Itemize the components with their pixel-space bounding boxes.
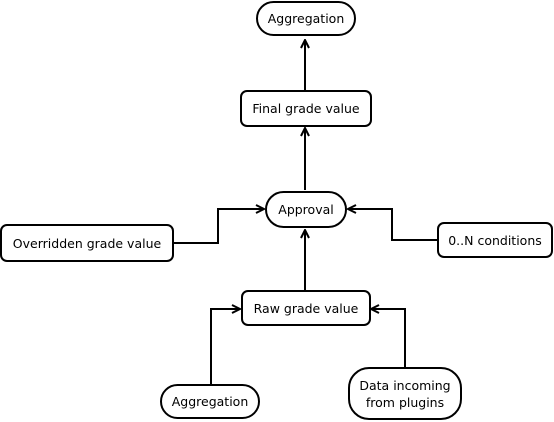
node-data-incoming-from-plugins: Data incoming from plugins	[348, 367, 462, 420]
node-final-grade-value: Final grade value	[240, 90, 372, 127]
node-approval-label: Approval	[278, 202, 333, 217]
node-raw-grade-value-label: Raw grade value	[254, 301, 359, 316]
node-aggregation-top: Aggregation	[256, 1, 356, 36]
node-final-grade-value-label: Final grade value	[252, 101, 360, 116]
node-aggregation-bottom-label: Aggregation	[172, 394, 249, 409]
node-overridden-grade-value: Overridden grade value	[0, 224, 174, 262]
edges	[173, 40, 438, 385]
node-plugins-label-line1: Data incoming	[359, 378, 450, 393]
node-conditions-label: 0..N conditions	[448, 233, 542, 248]
node-plugins-label-line2: from plugins	[366, 395, 444, 410]
node-overridden-grade-value-label: Overridden grade value	[13, 236, 162, 251]
node-raw-grade-value: Raw grade value	[241, 290, 371, 326]
edge-aggregation-to-raw	[210, 309, 240, 385]
node-aggregation-bottom: Aggregation	[160, 384, 260, 419]
edge-overridden-to-approval	[173, 209, 264, 244]
edge-conditions-to-approval	[348, 209, 438, 241]
node-conditions: 0..N conditions	[437, 222, 553, 258]
node-aggregation-top-label: Aggregation	[268, 11, 345, 26]
node-approval: Approval	[265, 191, 347, 228]
edge-plugins-to-raw	[371, 309, 406, 368]
